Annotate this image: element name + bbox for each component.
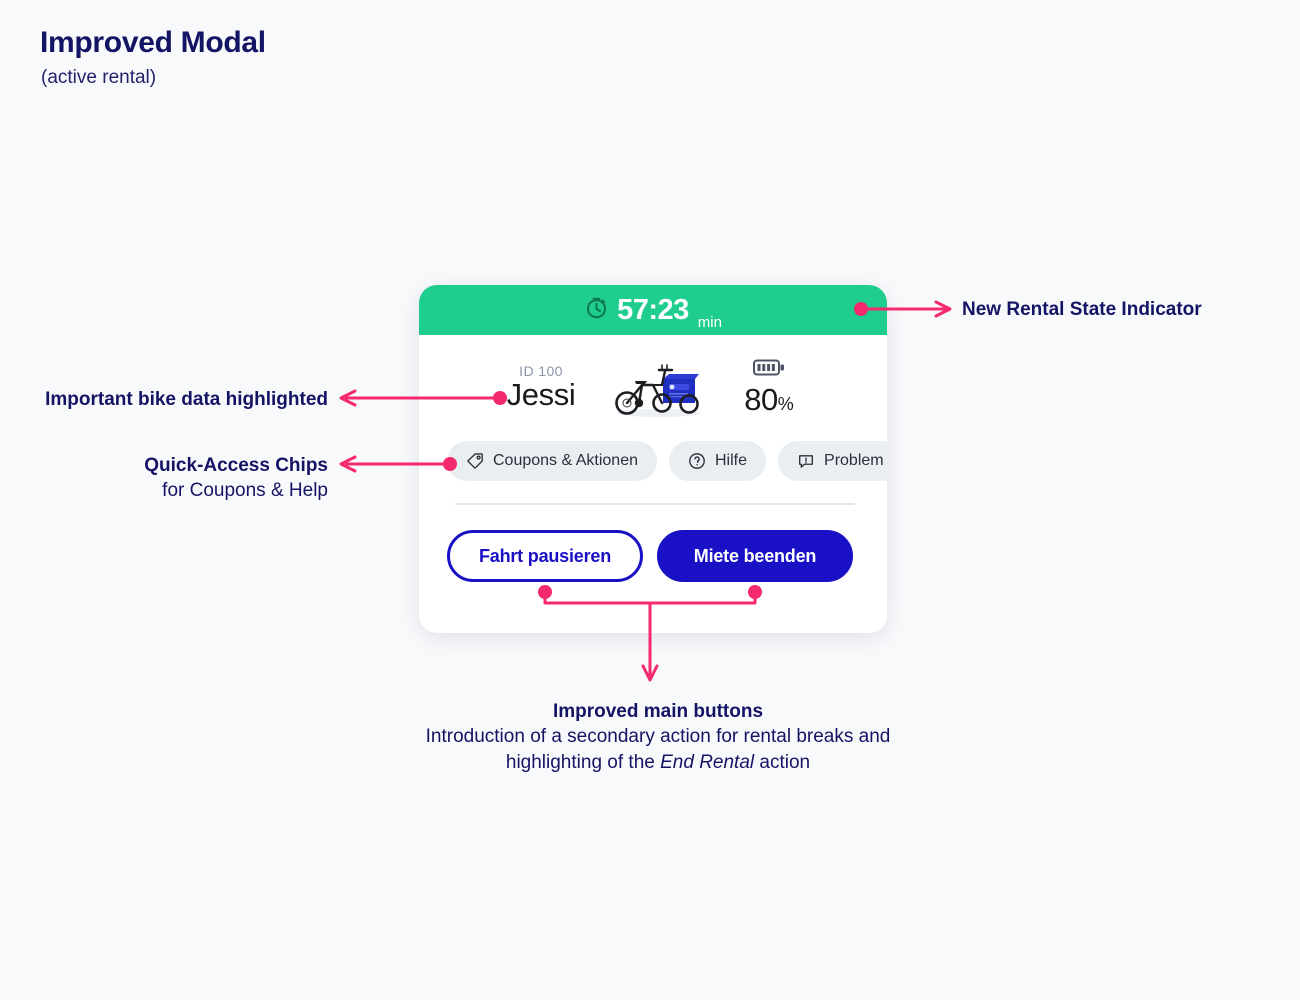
help-circle-icon [688,452,706,470]
annotation-quick-access-chips: Quick-Access Chips for Coupons & Help [144,453,328,504]
arrowhead-buttons [641,664,659,682]
page-subtitle: (active rental) [41,67,157,88]
quick-access-chips: Coupons & Aktionen Hilfe Problem [419,441,887,481]
chip-help[interactable]: Hilfe [669,441,767,481]
bike-id-label: ID 100 [519,363,563,380]
bike-identity: ID 100 Jessi [489,363,593,413]
chip-label: Hilfe [715,452,748,469]
battery-icon [721,359,817,381]
battery-percent-unit: % [777,394,794,415]
chip-problem[interactable]: Problem [778,441,887,481]
annotation-buttons-line2: highlighting of the End Rental action [380,750,936,775]
page-title: Improved Modal [40,26,266,59]
chip-coupons[interactable]: Coupons & Aktionen [447,441,657,481]
modal-actions: Fahrt pausieren Miete beenden [419,530,887,582]
annotation-buttons-line2-pre: highlighting of the [505,751,661,773]
annotation-bike-data: Important bike data highlighted [45,389,328,410]
arrowhead-bike [339,389,357,407]
tag-icon [466,452,484,470]
cargo-bike-image [609,357,705,419]
annotation-chips-title: Quick-Access Chips [144,455,328,476]
bike-info-row: ID 100 Jessi [419,357,887,419]
annotation-chips-subtitle: for Coupons & Help [162,480,328,502]
rental-state-indicator-header: 57:23 min [419,285,887,335]
section-divider [455,503,855,505]
battery-percent-value: 80 [744,382,778,418]
arrowhead-chips [339,455,357,473]
annotation-buttons-line2-post: action [754,751,811,773]
end-rental-button[interactable]: Miete beenden [657,530,853,582]
annotation-buttons-line2-emphasis: End Rental [660,751,755,773]
problem-bubble-icon [797,452,815,470]
chip-label: Problem [824,452,884,469]
rental-modal-card: 57:23 min ID 100 Jessi [419,285,887,633]
timer-icon [584,295,609,325]
arrowhead-indicator [934,300,952,318]
bike-name-label: Jessi [506,377,576,413]
annotation-main-buttons: Improved main buttons Introduction of a … [380,699,936,775]
annotation-rental-state: New Rental State Indicator [962,299,1202,320]
annotation-buttons-line1: Introduction of a secondary action for r… [425,726,891,748]
chip-label: Coupons & Aktionen [493,452,638,469]
pause-ride-button[interactable]: Fahrt pausieren [447,530,643,582]
rental-timer-unit: min [697,314,722,331]
battery-status: 80% [721,359,817,417]
rental-timer-value: 57:23 [617,293,689,326]
annotation-buttons-title: Improved main buttons [552,701,764,722]
